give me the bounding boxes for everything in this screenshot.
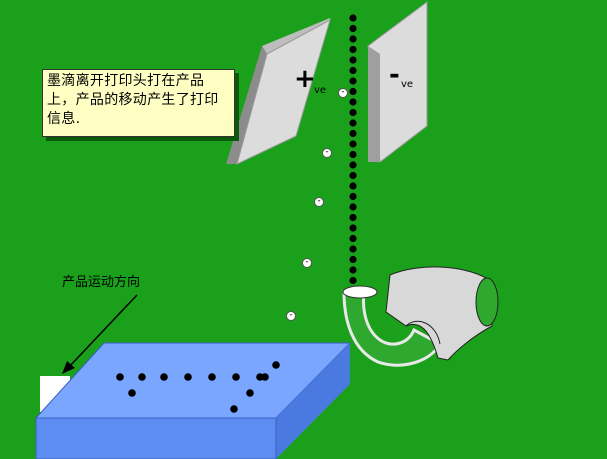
ink-drop <box>349 192 357 201</box>
direction-arrow <box>62 294 138 374</box>
printed-dot <box>128 389 136 397</box>
printed-dot <box>138 373 146 381</box>
ink-drop-stream <box>349 14 357 285</box>
ink-drop <box>349 182 357 190</box>
printed-dot <box>160 373 168 381</box>
positive-deflection-plate <box>226 18 331 165</box>
ink-drop <box>349 129 357 138</box>
printed-dot <box>261 373 269 381</box>
printed-dot <box>184 373 192 381</box>
ink-drop <box>349 161 357 169</box>
direction-label: 产品运动方向 <box>62 275 141 290</box>
ink-drop <box>349 255 357 264</box>
ink-drop <box>349 119 357 127</box>
product-block <box>34 342 352 459</box>
printed-dot <box>272 361 280 369</box>
printed-dot <box>232 373 240 381</box>
ink-drop <box>349 24 357 33</box>
ink-drop <box>349 203 357 211</box>
ink-drop <box>349 66 357 75</box>
ink-drop <box>349 87 357 96</box>
ink-drop <box>349 45 357 54</box>
charged-drop: - <box>286 311 296 321</box>
printed-pattern <box>116 361 280 413</box>
ink-drop <box>349 77 357 85</box>
ink-drop <box>349 150 357 159</box>
ink-gutter <box>342 266 499 367</box>
ink-drop <box>349 224 357 232</box>
ink-drop <box>349 108 357 117</box>
printed-dot <box>208 373 216 381</box>
ink-drop <box>349 171 357 180</box>
ink-drop <box>349 245 357 253</box>
ink-drop <box>349 56 357 64</box>
ink-drop <box>349 276 357 285</box>
charged-drop: - <box>314 197 324 207</box>
ink-drop <box>349 14 357 22</box>
negative-deflection-plate <box>367 1 428 163</box>
ink-drop <box>349 35 357 43</box>
charged-drop: - <box>338 88 348 98</box>
charged-drop: - <box>322 148 332 158</box>
printed-dot <box>246 389 254 397</box>
ink-drop <box>349 213 357 222</box>
ink-drop <box>349 98 357 106</box>
ink-drop <box>349 140 357 148</box>
charged-drop: - <box>302 258 312 268</box>
ink-drop <box>349 266 357 274</box>
positive-sign: + <box>294 64 316 94</box>
positive-subscript: ve <box>314 85 327 96</box>
printed-dot <box>116 373 124 381</box>
negative-subscript: ve <box>401 79 414 90</box>
ink-drop <box>349 234 357 243</box>
printed-dot <box>230 405 238 413</box>
explanation-callout: 墨滴离开打印头打在产品上，产品的移动产生了打印信息. <box>42 69 235 137</box>
negative-sign: - <box>389 60 400 90</box>
